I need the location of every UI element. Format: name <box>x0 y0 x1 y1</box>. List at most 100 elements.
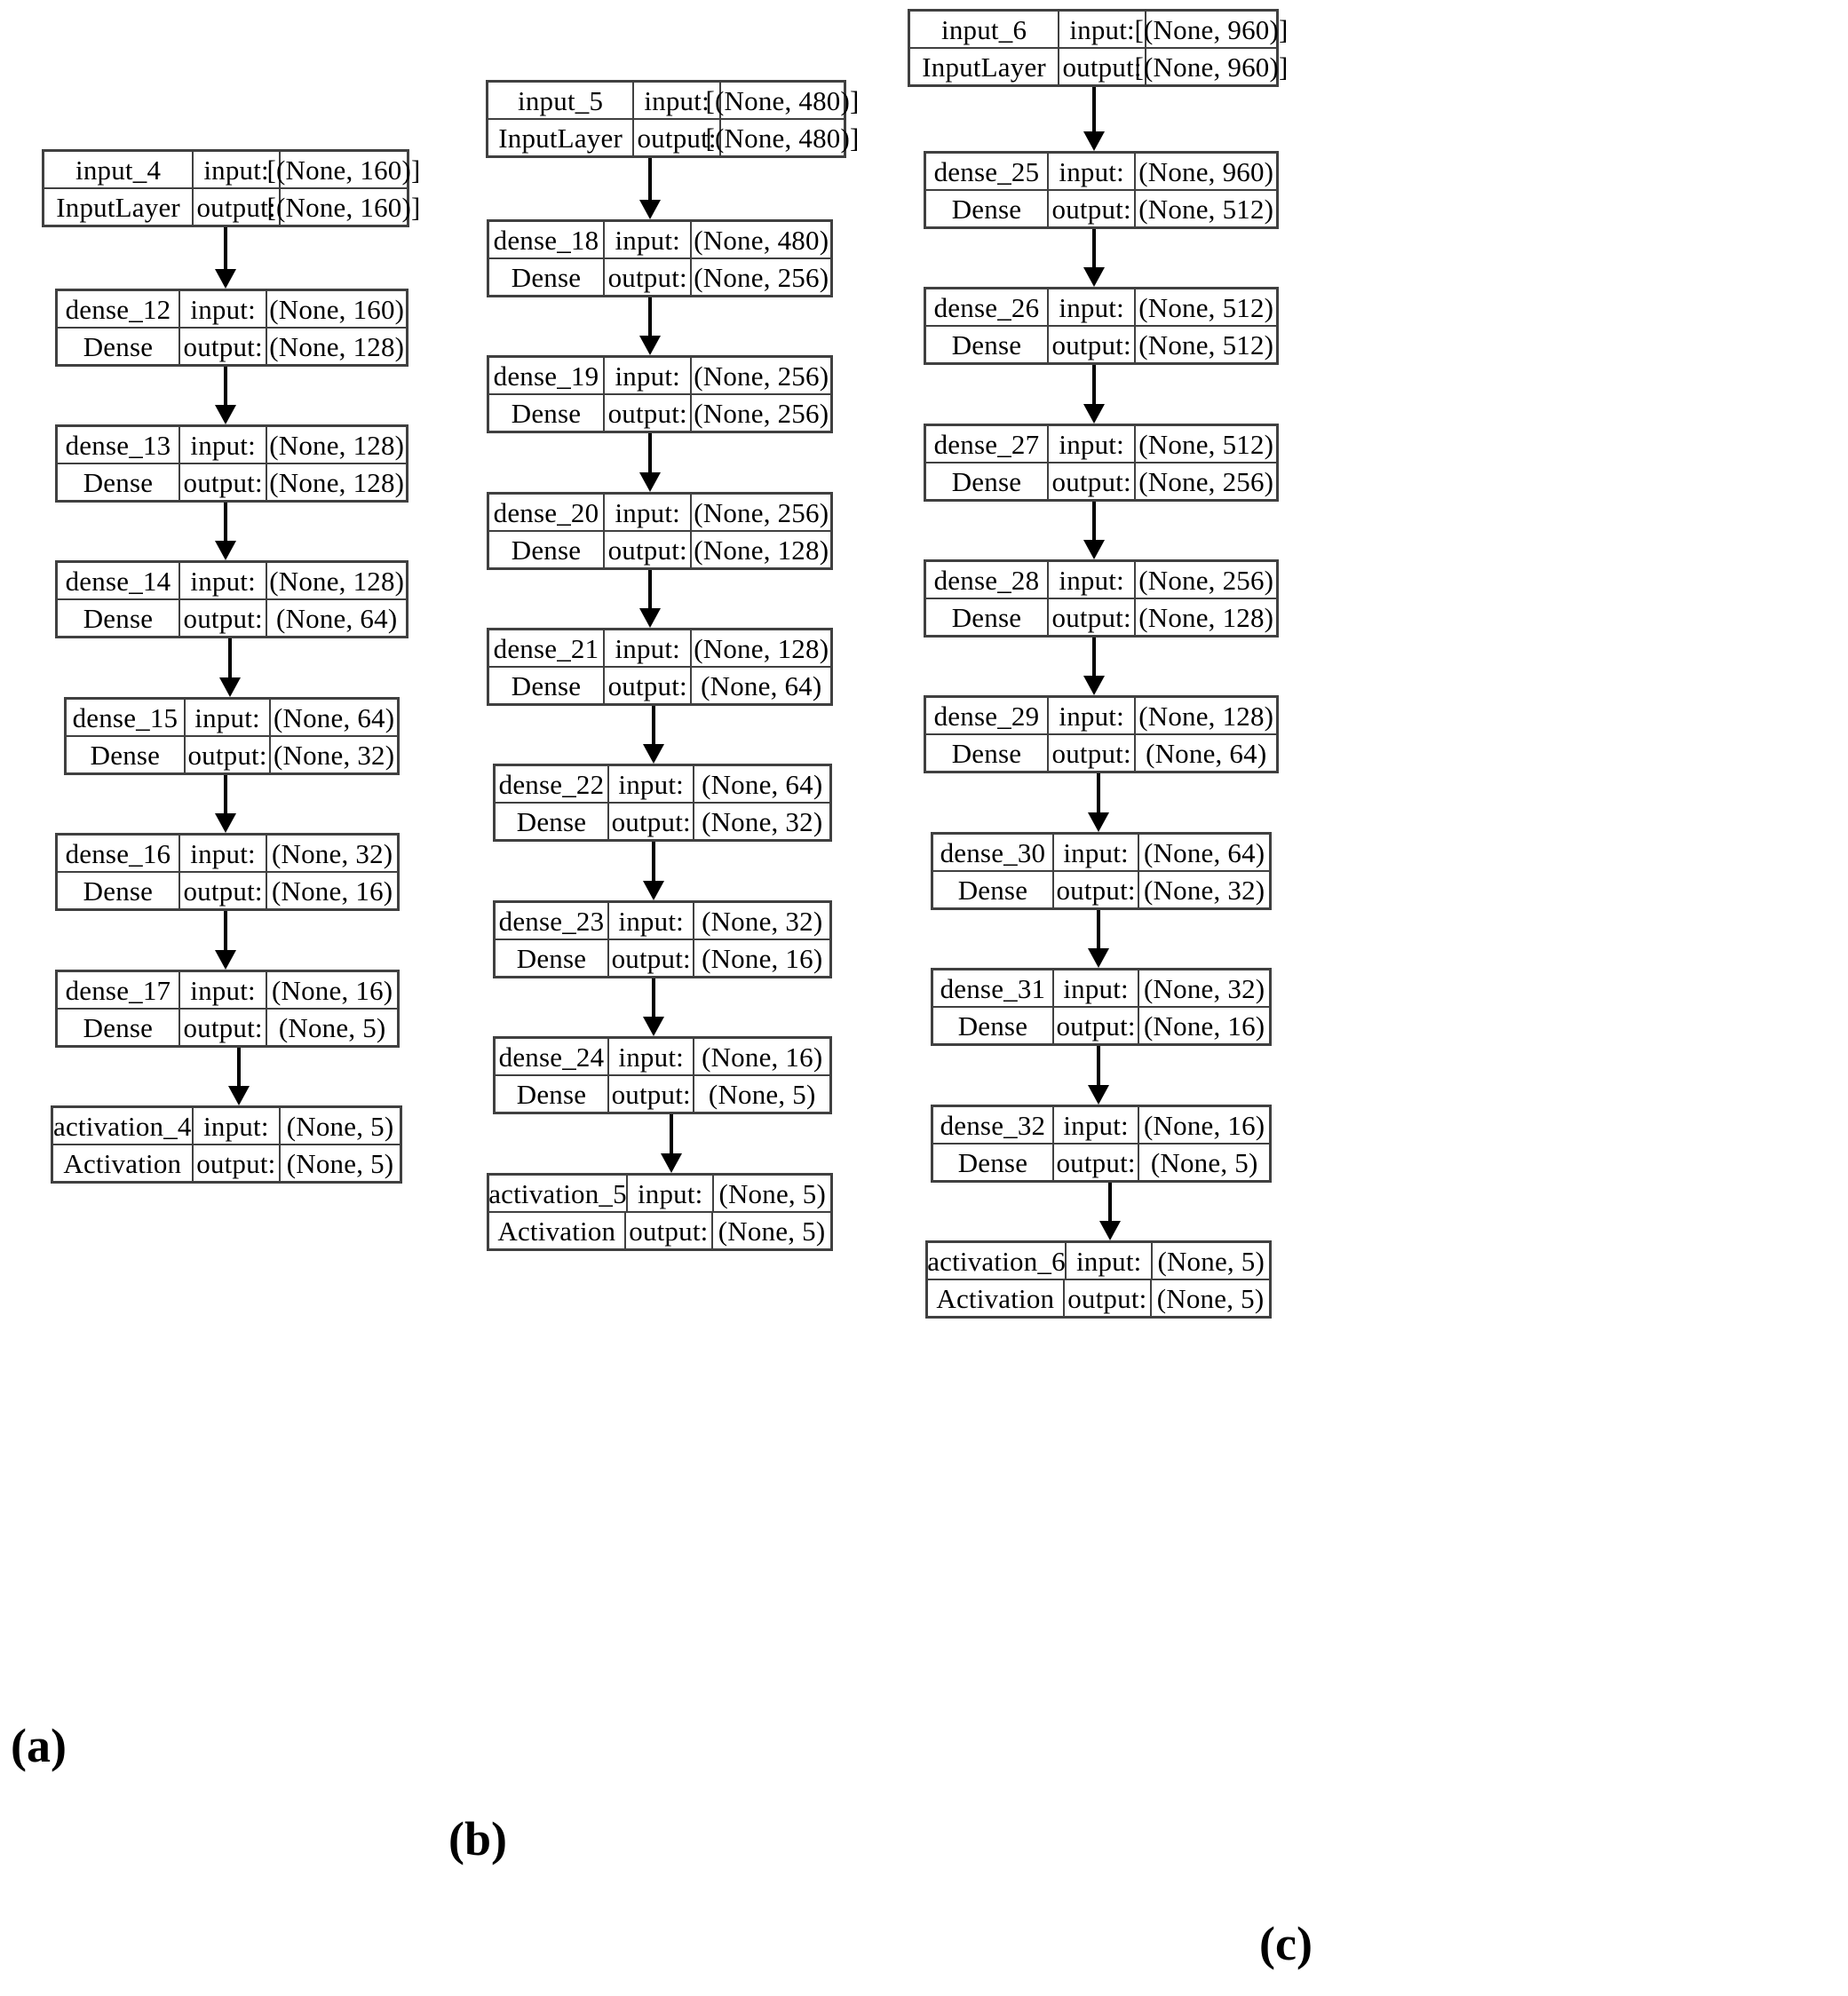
layer-name: dense_14 <box>58 563 180 598</box>
input-shape-value: (None, 64) <box>702 768 823 800</box>
input-shape-value: (None, 128) <box>1138 700 1274 732</box>
arrow-head-icon <box>639 608 661 628</box>
arrow-shaft <box>1092 87 1096 133</box>
input-label: input: <box>1054 970 1140 1006</box>
input-label: input: <box>609 903 695 939</box>
input-label: input: <box>186 700 272 735</box>
output-label: output: <box>1065 1280 1153 1316</box>
input-shape-value: (None, 16) <box>272 974 393 1006</box>
layer-name: activation_6 <box>927 1243 1067 1279</box>
arrow-head-icon <box>215 950 236 970</box>
layer-name: activation_5 <box>488 1176 628 1211</box>
layer-name: input_4 <box>44 152 194 187</box>
layer-name: input_5 <box>488 83 635 118</box>
input-shape-value: (None, 5) <box>286 1110 394 1142</box>
output-label: output: <box>194 189 281 225</box>
arrow-head-icon <box>215 541 236 560</box>
layer-type: Dense <box>67 737 186 772</box>
input-label: input: <box>1049 426 1137 462</box>
input-label: input: <box>180 836 268 871</box>
output-label: output: <box>1054 1145 1140 1180</box>
arrow-shaft <box>648 433 652 474</box>
layer-name: dense_29 <box>926 698 1049 733</box>
input-shape-value: (None, 256) <box>694 496 829 528</box>
arrow-shaft <box>1092 638 1096 677</box>
layer-name: dense_27 <box>926 426 1049 462</box>
input-label: input: <box>1059 12 1146 47</box>
layer-name: dense_21 <box>489 630 605 666</box>
output-label: output: <box>605 259 693 295</box>
arrow-head-icon <box>228 1086 250 1105</box>
input-shape-value: (None, 128) <box>694 632 829 664</box>
layer-name: dense_19 <box>489 358 605 393</box>
layer-type: Dense <box>926 463 1049 499</box>
output-shape-value: (None, 32) <box>702 805 823 837</box>
input-shape-value: (None, 160) <box>269 293 405 325</box>
panel-caption-b: (b) <box>448 1812 507 1865</box>
output-label: output: <box>605 668 693 703</box>
output-label: output: <box>180 329 268 364</box>
input-label: input: <box>180 291 268 327</box>
input-label: input: <box>609 766 695 802</box>
layer-type: Dense <box>58 1010 180 1045</box>
layer-type: InputLayer <box>488 120 635 155</box>
layer-type: Dense <box>926 735 1049 771</box>
output-shape-value: (None, 5) <box>1156 1282 1265 1314</box>
output-shape-value: (None, 64) <box>276 602 398 634</box>
arrow-shaft <box>224 503 227 543</box>
arrow-head-icon <box>1083 267 1105 287</box>
input-label: input: <box>1054 1107 1140 1143</box>
layer-type: Dense <box>58 464 180 500</box>
output-label: output: <box>1049 191 1137 226</box>
arrow-shaft <box>1092 502 1096 542</box>
output-shape-value: (None, 5) <box>278 1011 386 1043</box>
input-shape-value: [(None, 160)] <box>266 154 421 186</box>
arrow-head-icon <box>1088 1085 1109 1105</box>
layer-type: Activation <box>53 1145 194 1181</box>
arrow-shaft <box>652 978 655 1018</box>
arrow-head-icon <box>1099 1221 1121 1240</box>
layer-type: Dense <box>58 329 180 364</box>
